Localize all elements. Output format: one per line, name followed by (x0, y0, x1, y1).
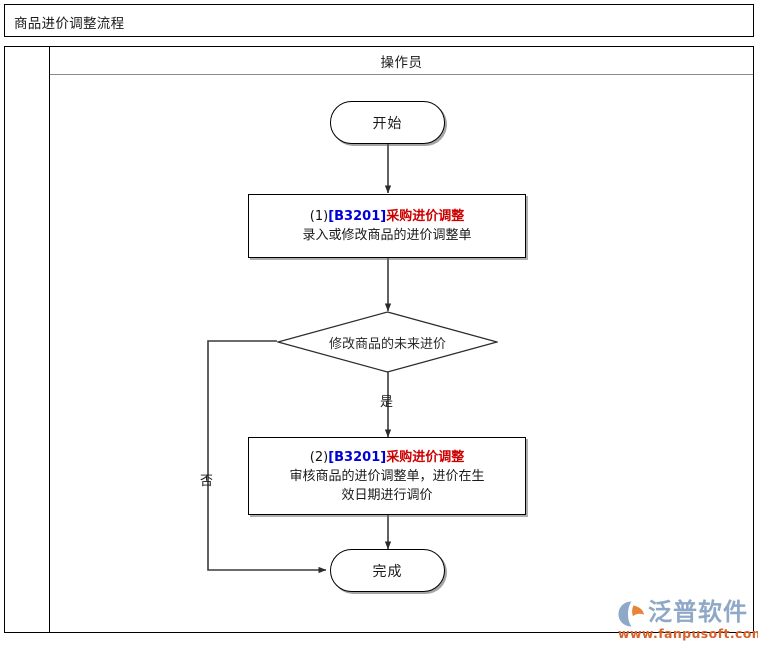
node-step1-code: [B3201] (328, 209, 387, 224)
node-start-label: 开始 (372, 115, 403, 132)
node-step2-code: [B3201] (328, 449, 387, 465)
node-step2-description-line1: 审核商品的进价调整单，进价在生 (289, 468, 485, 484)
node-decision-label: 修改商品的未来进价 (328, 337, 446, 352)
node-step1-module-name: 采购进价调整 (386, 209, 465, 224)
node-step1-purchase-price-adjustment[interactable]: (1)[B3201]采购进价调整 录入或修改商品的进价调整单 (248, 194, 526, 258)
fanpu-logo-icon (618, 601, 644, 627)
brand-url: www.fanpusoft.com (618, 626, 758, 641)
node-step2-module-name: 采购进价调整 (386, 449, 465, 465)
node-end[interactable]: 完成 (330, 549, 445, 592)
node-step1-description: 录入或修改商品的进价调整单 (302, 228, 472, 243)
node-decision-shape[interactable] (277, 311, 498, 373)
lane-label-column (5, 47, 50, 632)
lane-header-label: 操作员 (380, 54, 423, 71)
branch-label-yes: 是 (380, 395, 394, 410)
node-step1-sequence: (1) (309, 209, 329, 224)
node-start[interactable]: 开始 (330, 101, 445, 144)
node-step2-sequence: (2) (309, 449, 329, 465)
page-title: 商品进价调整流程 (14, 16, 125, 32)
node-end-label: 完成 (372, 563, 403, 580)
document-title-bar: 商品进价调整流程 (4, 4, 754, 37)
lane-header-operator: 操作员 (50, 47, 753, 75)
branch-label-no: 否 (200, 474, 214, 489)
brand-watermark: 泛普软件 www.fanpusoft.com (617, 598, 758, 646)
node-step2-description-line2: 效日期进行调价 (341, 487, 433, 503)
brand-name: 泛普软件 (648, 598, 748, 626)
node-step1-heading: (1)[B3201]采购进价调整 (310, 207, 464, 226)
node-step2-heading: (2)[B3201]采购进价调整 (310, 448, 464, 467)
node-step2-purchase-price-audit[interactable]: (2)[B3201]采购进价调整 审核商品的进价调整单，进价在生 效日期进行调价 (248, 437, 526, 515)
